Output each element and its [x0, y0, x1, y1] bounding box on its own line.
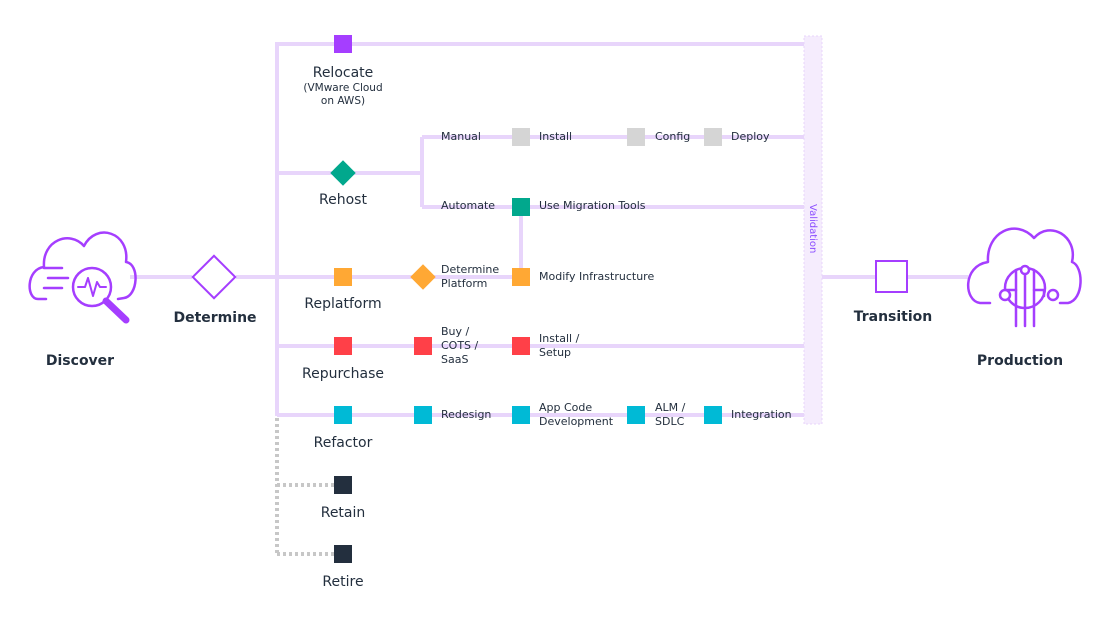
integration-label: Integration [731, 408, 792, 421]
modify-infrastructure-square [512, 268, 530, 286]
install-setup-label: Install / Setup [539, 332, 580, 359]
production-cloud-icon [966, 227, 1082, 328]
repurchase-label: Repurchase [302, 366, 384, 382]
replatform-label: Replatform [304, 296, 382, 312]
determine-platform-label: Determine Platform [441, 263, 500, 290]
replatform-square [334, 268, 352, 286]
retain-label: Retain [320, 505, 366, 521]
flow-lines [130, 42, 968, 417]
app-code-development-square [512, 406, 530, 424]
integration-square [704, 406, 722, 424]
manual-install-square [512, 128, 530, 146]
transition-square [875, 260, 908, 293]
refactor-square [334, 406, 352, 424]
use-migration-tools-label: Use Migration Tools [539, 199, 646, 212]
validation-bar [803, 35, 823, 425]
rehost-diamond [330, 160, 356, 186]
retain-square [334, 476, 352, 494]
manual-label: Manual [441, 130, 481, 143]
rehost-label: Rehost [319, 192, 367, 208]
automate-label: Automate [441, 199, 496, 212]
buy-cots-saas-square [414, 337, 432, 355]
relocate-label: Relocate [312, 65, 374, 81]
manual-config-square [627, 128, 645, 146]
determine-label: Determine [173, 310, 257, 326]
config-label: Config [655, 130, 691, 143]
migration-tools-square [512, 198, 530, 216]
manual-deploy-square [704, 128, 722, 146]
alm-sdlc-label: ALM / SDLC [655, 401, 686, 428]
determine-platform-diamond [410, 264, 436, 290]
redesign-label: Redesign [441, 408, 492, 421]
validation-label: Validation [807, 204, 818, 254]
production-label: Production [976, 353, 1064, 369]
deploy-label: Deploy [731, 130, 770, 143]
retire-square [334, 545, 352, 563]
buy-cots-saas-label: Buy / COTS / SaaS [441, 325, 479, 366]
transition-label: Transition [853, 309, 933, 325]
repurchase-square [334, 337, 352, 355]
modify-infrastructure-label: Modify Infrastructure [539, 270, 655, 283]
retire-label: Retire [322, 574, 364, 590]
refactor-label: Refactor [313, 435, 373, 451]
relocate-square [334, 35, 352, 53]
discover-label: Discover [45, 353, 115, 369]
discover-cloud-icon [28, 231, 137, 324]
relocate-note-label: (VMware Cloud on AWS) [303, 82, 383, 107]
redesign-square [414, 406, 432, 424]
determine-diamond [191, 254, 237, 300]
dotted-lines [275, 418, 334, 556]
alm-sdlc-square [627, 406, 645, 424]
install-setup-square [512, 337, 530, 355]
app-code-development-label: App Code Development [539, 401, 614, 428]
install-label: Install [539, 130, 573, 143]
